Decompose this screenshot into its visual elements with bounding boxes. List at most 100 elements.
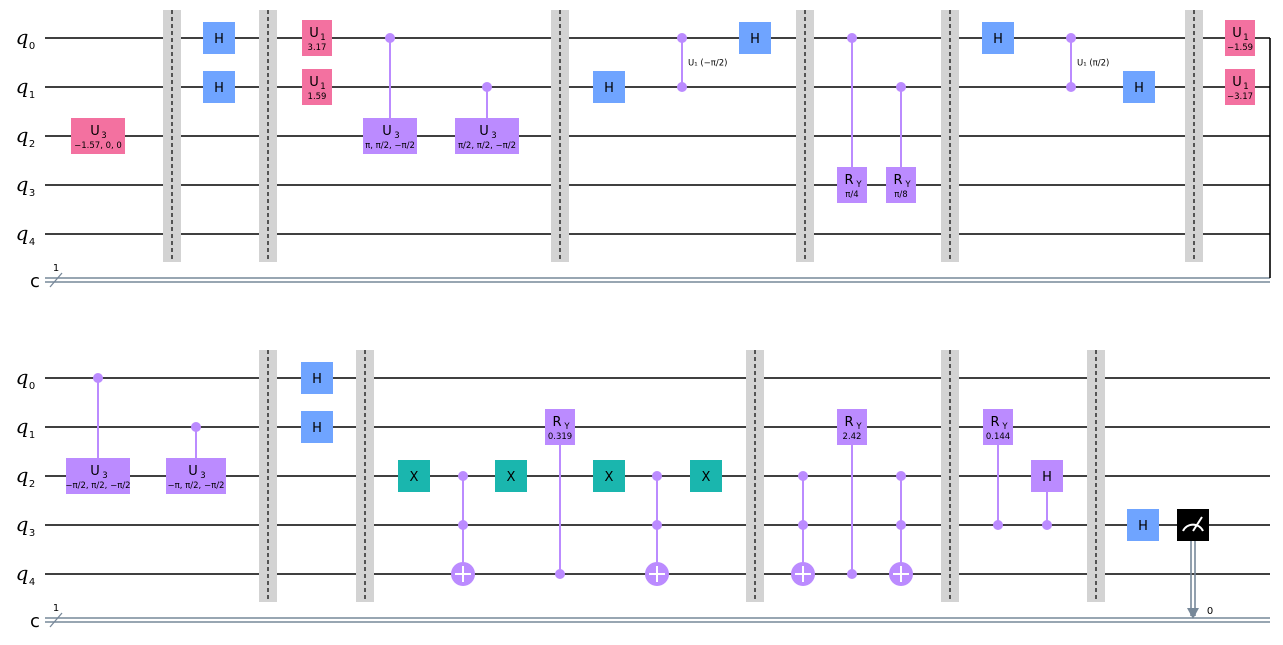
svg-text:2: 2: [29, 139, 35, 150]
u-gate-box: [1225, 20, 1255, 56]
h-gate-label: H: [214, 81, 224, 96]
u-gate-subscript: 3: [101, 131, 106, 141]
h-gate-box: [203, 22, 235, 54]
x-gate-label: X: [507, 470, 516, 485]
h-gate-box: [301, 362, 333, 394]
u-gate-param: 3.17: [308, 43, 327, 53]
svg-text:0: 0: [29, 41, 35, 52]
controlled-gate-param: π/8: [894, 190, 907, 200]
measure-arrow: [1187, 608, 1199, 619]
svg-text:4: 4: [29, 577, 35, 588]
h-gate-box: [982, 22, 1014, 54]
gate-x: X: [690, 460, 722, 492]
h-gate-box: [203, 71, 235, 103]
barrier: [259, 350, 277, 602]
svg-text:q: q: [16, 512, 29, 536]
u-gate-subscript: 1: [320, 33, 325, 43]
controlled-gate-param: 2.42: [843, 432, 862, 442]
controlled-gate-param: π/2, π/2, −π/2: [458, 141, 516, 151]
gate-x: X: [593, 460, 625, 492]
classical-slash: [49, 272, 63, 288]
controlled-gate-label: R: [990, 415, 999, 430]
gate-h: H: [301, 362, 333, 394]
measure-bit-label: 0: [1207, 606, 1213, 617]
controlled-gate-subscript: 3: [200, 471, 205, 481]
svg-text:1: 1: [29, 430, 35, 441]
u-gate-label: U: [1232, 75, 1242, 90]
barrier: [746, 350, 764, 602]
controlled-gate-label: R: [893, 173, 902, 188]
u-gate-box: [1225, 69, 1255, 105]
control-dot: [458, 520, 468, 530]
h-gate-box: [1127, 509, 1159, 541]
gate-cp: U₁ (−π/2): [677, 33, 727, 92]
gate-ch: H: [1031, 460, 1063, 530]
gate-ccx: [889, 471, 913, 586]
svg-text:q: q: [16, 123, 29, 147]
control-dot: [1042, 520, 1052, 530]
barrier: [1087, 350, 1105, 602]
svg-text:q: q: [16, 365, 29, 389]
u-gate-param: 1.59: [308, 92, 327, 102]
controlled-gate-box: [837, 409, 867, 445]
x-gate-box: [398, 460, 430, 492]
u-gate-subscript: 1: [1243, 82, 1248, 92]
controlled-gate-subscript: Y: [855, 422, 862, 432]
svg-text:3: 3: [29, 188, 35, 199]
control-dot: [798, 520, 808, 530]
controlled-gate-subscript: Y: [904, 180, 911, 190]
gate-x: X: [495, 460, 527, 492]
controlled-gate-param: −π, π/2, −π/2: [168, 481, 225, 491]
svg-text:q: q: [16, 74, 29, 98]
barrier: [941, 350, 959, 602]
h-gate-label: H: [1138, 519, 1148, 534]
u-gate-subscript: 1: [1243, 33, 1248, 43]
barrier: [551, 10, 569, 262]
control-dot: [798, 471, 808, 481]
ch-gate-label: H: [1042, 470, 1052, 485]
gate-ccx: [791, 471, 815, 586]
control-dot: [847, 33, 857, 43]
u-gate-param: −3.17: [1227, 92, 1253, 102]
controlled-gate-label: R: [844, 415, 853, 430]
h-gate-label: H: [1134, 81, 1144, 96]
x-gate-box: [593, 460, 625, 492]
gate-h: H: [1127, 509, 1159, 541]
h-gate-label: H: [312, 372, 322, 387]
barrier: [1185, 10, 1203, 262]
gate-h: H: [982, 22, 1014, 54]
controlled-gate-box: [545, 409, 575, 445]
controlled-phase-label: U₁ (π/2): [1077, 59, 1109, 69]
control-dot: [385, 33, 395, 43]
x-gate-label: X: [410, 470, 419, 485]
controlled-gate-param: π/4: [845, 190, 858, 200]
svg-text:q: q: [16, 172, 29, 196]
control-dot: [482, 82, 492, 92]
controlled-gate-box: [166, 458, 226, 494]
h-gate-box: [301, 411, 333, 443]
control-dot: [896, 471, 906, 481]
controlled-gate-subscript: Y: [855, 180, 862, 190]
u-gate-param: −1.59: [1227, 43, 1253, 53]
control-dot: [896, 520, 906, 530]
gate-ccx: [451, 471, 475, 586]
gate-cp: U₁ (π/2): [1066, 33, 1109, 92]
u-gate-subscript: 1: [320, 82, 325, 92]
h-gate-box: [593, 71, 625, 103]
classical-label: c: [30, 611, 40, 632]
gate-h: H: [203, 71, 235, 103]
controlled-gate-param: 0.319: [548, 432, 572, 442]
x-gate-box: [690, 460, 722, 492]
